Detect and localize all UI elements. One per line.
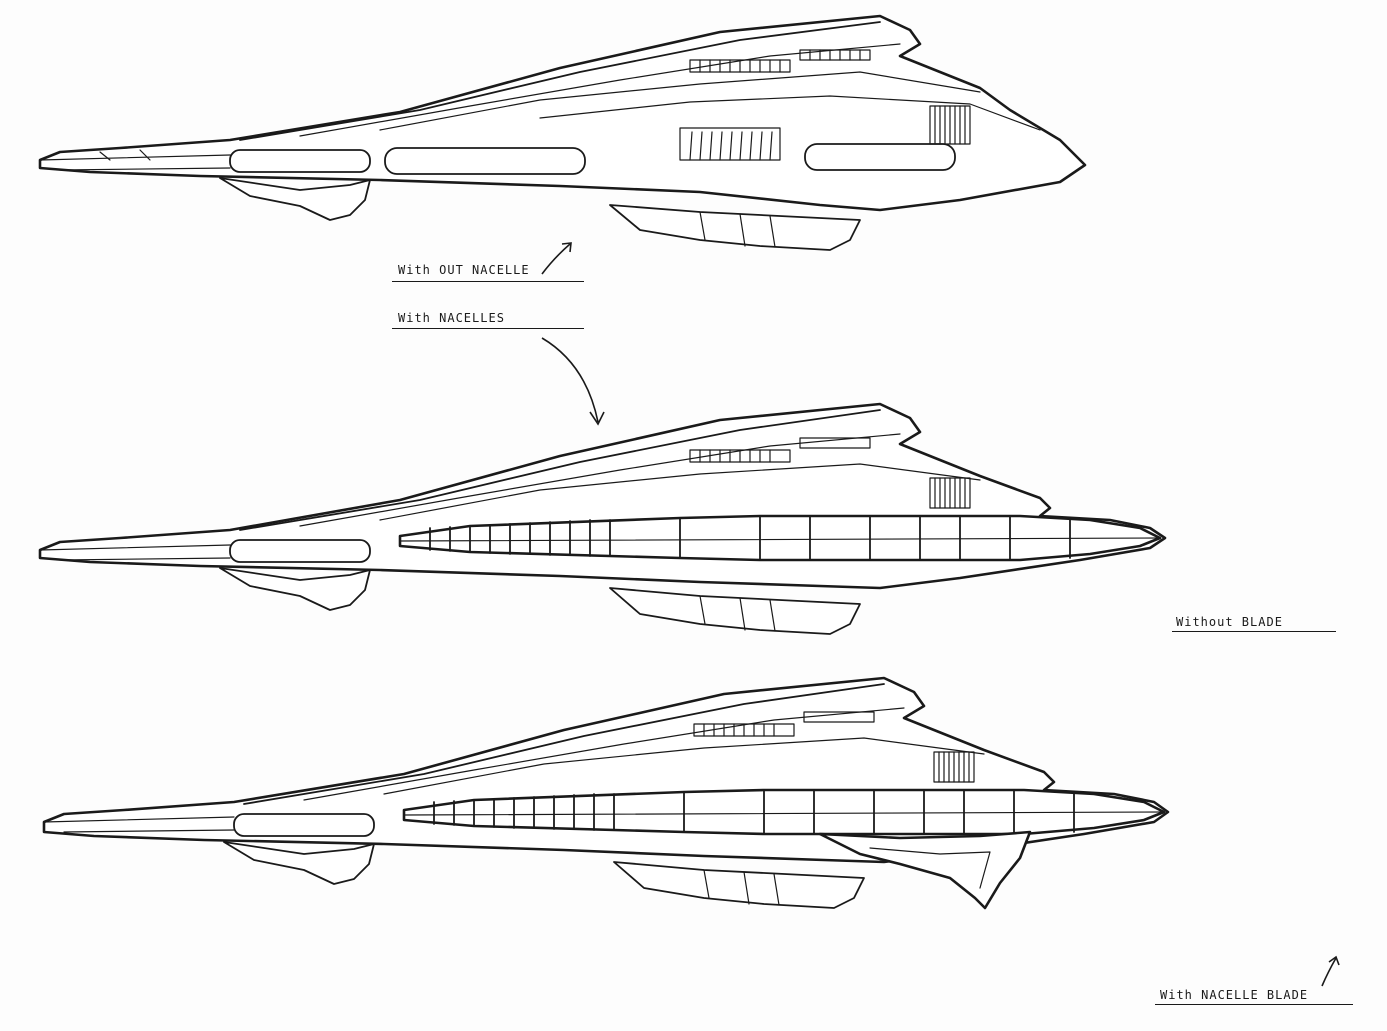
label-without-nacelle-underline: [392, 281, 584, 282]
ship-view-with-nacelles: [0, 388, 1387, 688]
lower-fin: [219, 177, 371, 221]
label-with-nacelles-underline: [392, 328, 584, 329]
ventral-block: [613, 861, 865, 909]
arrow-curved-down-icon: [538, 334, 608, 429]
vent-block: [679, 105, 971, 161]
label-without-nacelle: With OUT NACELLE: [398, 263, 530, 277]
window-strip-upper: [689, 437, 971, 509]
window-strip-upper: [689, 49, 871, 73]
ship-drawing-3: [42, 676, 1170, 910]
label-without-blade-underline: [1172, 631, 1336, 632]
ventral-block: [609, 204, 861, 251]
lower-fin: [223, 841, 375, 885]
label-with-nacelle-blade: With NACELLE BLADE: [1160, 988, 1309, 1002]
ship-view-without-nacelle: [0, 0, 1387, 300]
label-with-nacelles: With NACELLES: [398, 311, 505, 325]
ventral-block: [609, 587, 861, 635]
forward-pods: [229, 143, 956, 175]
warp-nacelle: [398, 514, 1162, 562]
label-with-nacelle-blade-underline: [1155, 1004, 1353, 1005]
arrow-up-right-icon: [1318, 954, 1344, 990]
nacelle-blade: [818, 830, 1032, 910]
ship-drawing-2: [38, 402, 1167, 635]
ship-drawing-1: [38, 14, 1087, 251]
hull-outline: [38, 14, 1087, 212]
ship-view-with-nacelle-blade: [0, 668, 1387, 968]
warp-nacelle: [402, 788, 1166, 836]
label-without-blade: Without BLADE: [1176, 615, 1283, 629]
lower-fin: [219, 567, 371, 611]
arrow-up-icon: [540, 238, 580, 278]
